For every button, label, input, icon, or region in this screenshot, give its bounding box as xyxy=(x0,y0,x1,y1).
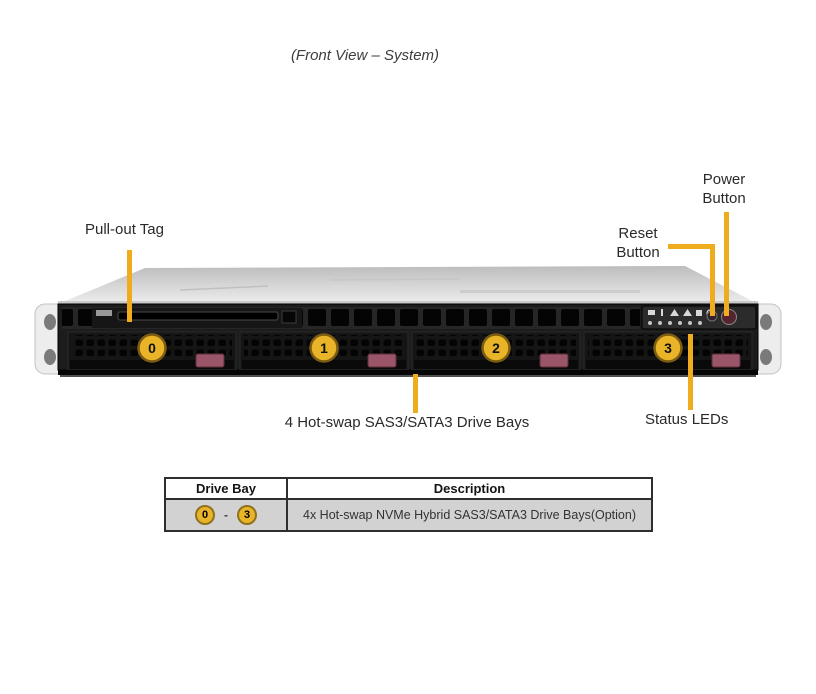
label-status-leds: Status LEDs xyxy=(645,411,729,428)
drive-bay-badge-2 xyxy=(481,333,511,363)
callout-line-power-button xyxy=(724,212,729,316)
drive-latch-2 xyxy=(539,353,569,368)
callout-line-pull-out-tag xyxy=(127,250,132,322)
server-front-view: 0 1 2 3 xyxy=(34,266,782,377)
bay-badge-start: 0 xyxy=(195,505,215,525)
status-leds xyxy=(648,321,702,325)
drive-bay-badge-3 xyxy=(653,333,683,363)
panel-icon-row xyxy=(648,309,714,317)
bay-range-separator: - xyxy=(224,508,228,522)
label-reset-button: Reset Button xyxy=(616,225,660,261)
drive-tray-2: 2 xyxy=(411,331,581,371)
label-drive-bays: 4 Hot-swap SAS3/SATA3 Drive Bays xyxy=(284,414,530,431)
table-header-row: Drive Bay Description xyxy=(166,479,651,500)
chassis-bottom-lip xyxy=(58,370,758,375)
drive-latch-0 xyxy=(195,353,225,368)
warning-icon xyxy=(683,309,692,316)
pull-out-tag xyxy=(92,308,302,328)
drive-latch-1 xyxy=(367,353,397,368)
drive-bay-badge-0 xyxy=(137,333,167,363)
svg-text:0: 0 xyxy=(148,340,156,356)
callout-line-drive-bays xyxy=(413,374,418,413)
label-pull-out-tag: Pull-out Tag xyxy=(85,221,164,238)
drive-icon xyxy=(696,310,702,316)
table-header-description: Description xyxy=(433,481,506,496)
table-data-row: 0 - 3 4x Hot-swap NVMe Hybrid SAS3/SATA3… xyxy=(166,500,651,530)
svg-text:2: 2 xyxy=(492,340,500,356)
network-icon xyxy=(648,310,655,315)
chassis-top xyxy=(58,266,758,304)
drive-bay-badge-1 xyxy=(309,333,339,363)
callout-line-reset-button-horizontal xyxy=(668,244,715,249)
callout-line-status-leds xyxy=(688,334,693,410)
callout-line-reset-button-vertical xyxy=(710,244,715,316)
bay-badge-end: 3 xyxy=(237,505,257,525)
table-cell-description: 4x Hot-swap NVMe Hybrid SAS3/SATA3 Drive… xyxy=(303,508,636,522)
svg-text:3: 3 xyxy=(664,340,672,356)
warning-icon xyxy=(670,309,679,316)
info-icon xyxy=(661,309,663,316)
label-power-button: Power Button xyxy=(702,171,746,207)
drive-tray-0: 0 xyxy=(67,331,237,371)
control-panel xyxy=(641,305,757,330)
table-cell-bay-range: 0 - 3 xyxy=(166,500,288,530)
table-header-drive-bay: Drive Bay xyxy=(166,479,288,498)
svg-text:1: 1 xyxy=(320,340,328,356)
drive-tray-3: 3 xyxy=(583,331,753,371)
drive-tray-1: 1 xyxy=(239,331,409,371)
figure-caption: (Front View – System) xyxy=(290,47,440,64)
drive-latch-3 xyxy=(711,353,741,368)
drive-bay-table: Drive Bay Description 0 - 3 4x Hot-swap … xyxy=(164,477,653,532)
